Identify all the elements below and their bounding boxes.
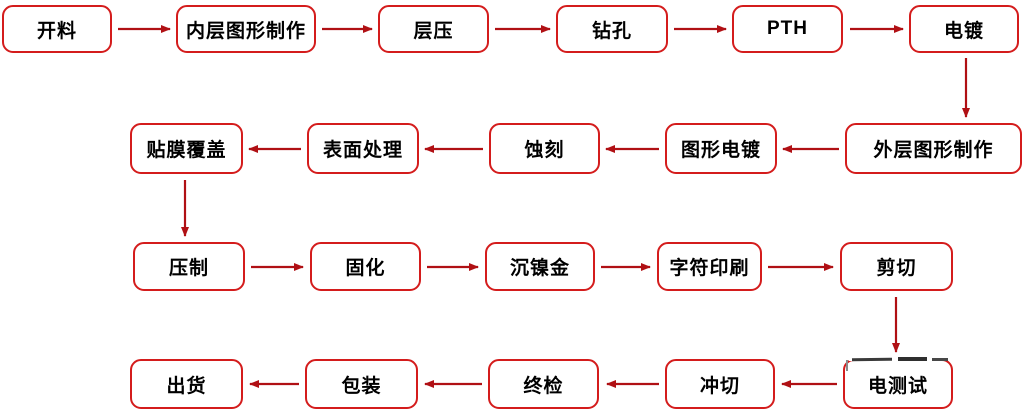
node-drilling: 钻孔	[556, 5, 668, 53]
watermark-remnant-dash-2	[898, 357, 927, 361]
node-outer-layer-imaging: 外层图形制作	[845, 123, 1022, 174]
watermark-remnant-dash-3	[932, 358, 948, 361]
node-cutting: 开料	[2, 5, 112, 53]
node-inner-layer-imaging: 内层图形制作	[176, 5, 316, 53]
node-plating: 电镀	[909, 5, 1019, 53]
node-lamination: 层压	[378, 5, 489, 53]
watermark-remnant-dash-1	[851, 357, 893, 362]
node-electrical-test: 电测试	[843, 359, 953, 409]
node-legend-printing: 字符印刷	[657, 242, 762, 291]
node-pressing: 压制	[133, 242, 245, 291]
node-shipping: 出货	[130, 359, 243, 409]
node-etching: 蚀刻	[489, 123, 600, 174]
node-pattern-plating: 图形电镀	[665, 123, 777, 174]
node-coverlay: 贴膜覆盖	[130, 123, 243, 174]
node-packaging: 包装	[305, 359, 418, 409]
node-curing: 固化	[310, 242, 421, 291]
watermark-remnant-erase	[849, 355, 945, 361]
node-shearing: 剪切	[840, 242, 953, 291]
node-enig: 沉镍金	[485, 242, 595, 291]
node-surface-treatment: 表面处理	[307, 123, 419, 174]
node-punching: 冲切	[665, 359, 775, 409]
watermark-remnant-tick	[846, 360, 848, 371]
node-final-inspection: 终检	[488, 359, 599, 409]
node-pth: PTH	[732, 5, 843, 53]
